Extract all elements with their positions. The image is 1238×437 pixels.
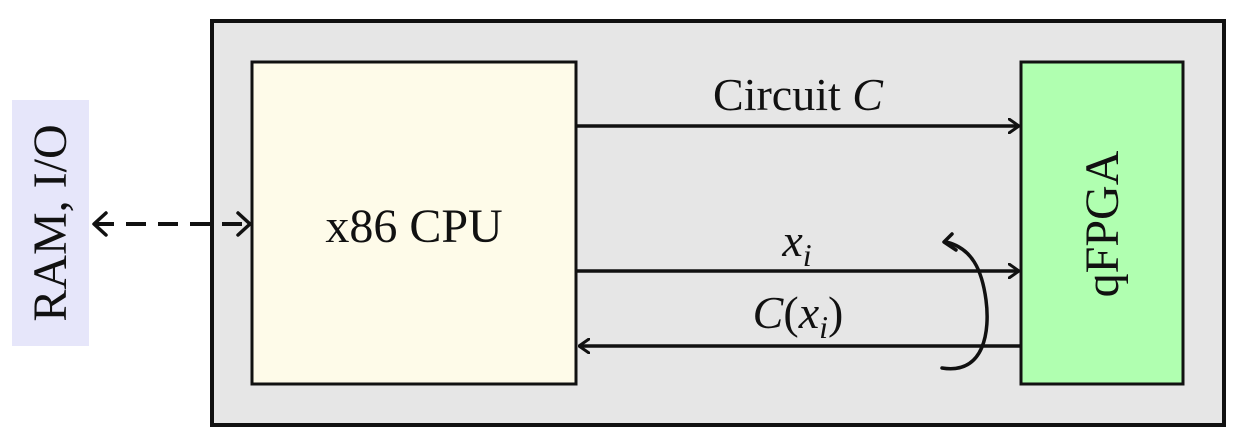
ram-io-label: RAM, I/O [24,124,77,321]
cpu-side-arrowhead [236,211,252,237]
cpu-label: x86 CPU [325,200,502,253]
loop-arrow-curve [940,240,989,371]
circuit-label: Circuit C [713,69,884,120]
xi-label: xi [781,215,811,273]
ram-io-block: RAM, I/O [12,100,89,346]
qfpga-box [1019,60,1185,386]
ram-side-arrowhead [92,211,108,237]
cxi-label: C(xi) [753,287,844,345]
cpu-box [250,60,578,386]
loop-arrowhead [942,232,958,252]
ram-io-background [12,100,89,346]
qfpga-label: qFPGA [1076,150,1129,297]
